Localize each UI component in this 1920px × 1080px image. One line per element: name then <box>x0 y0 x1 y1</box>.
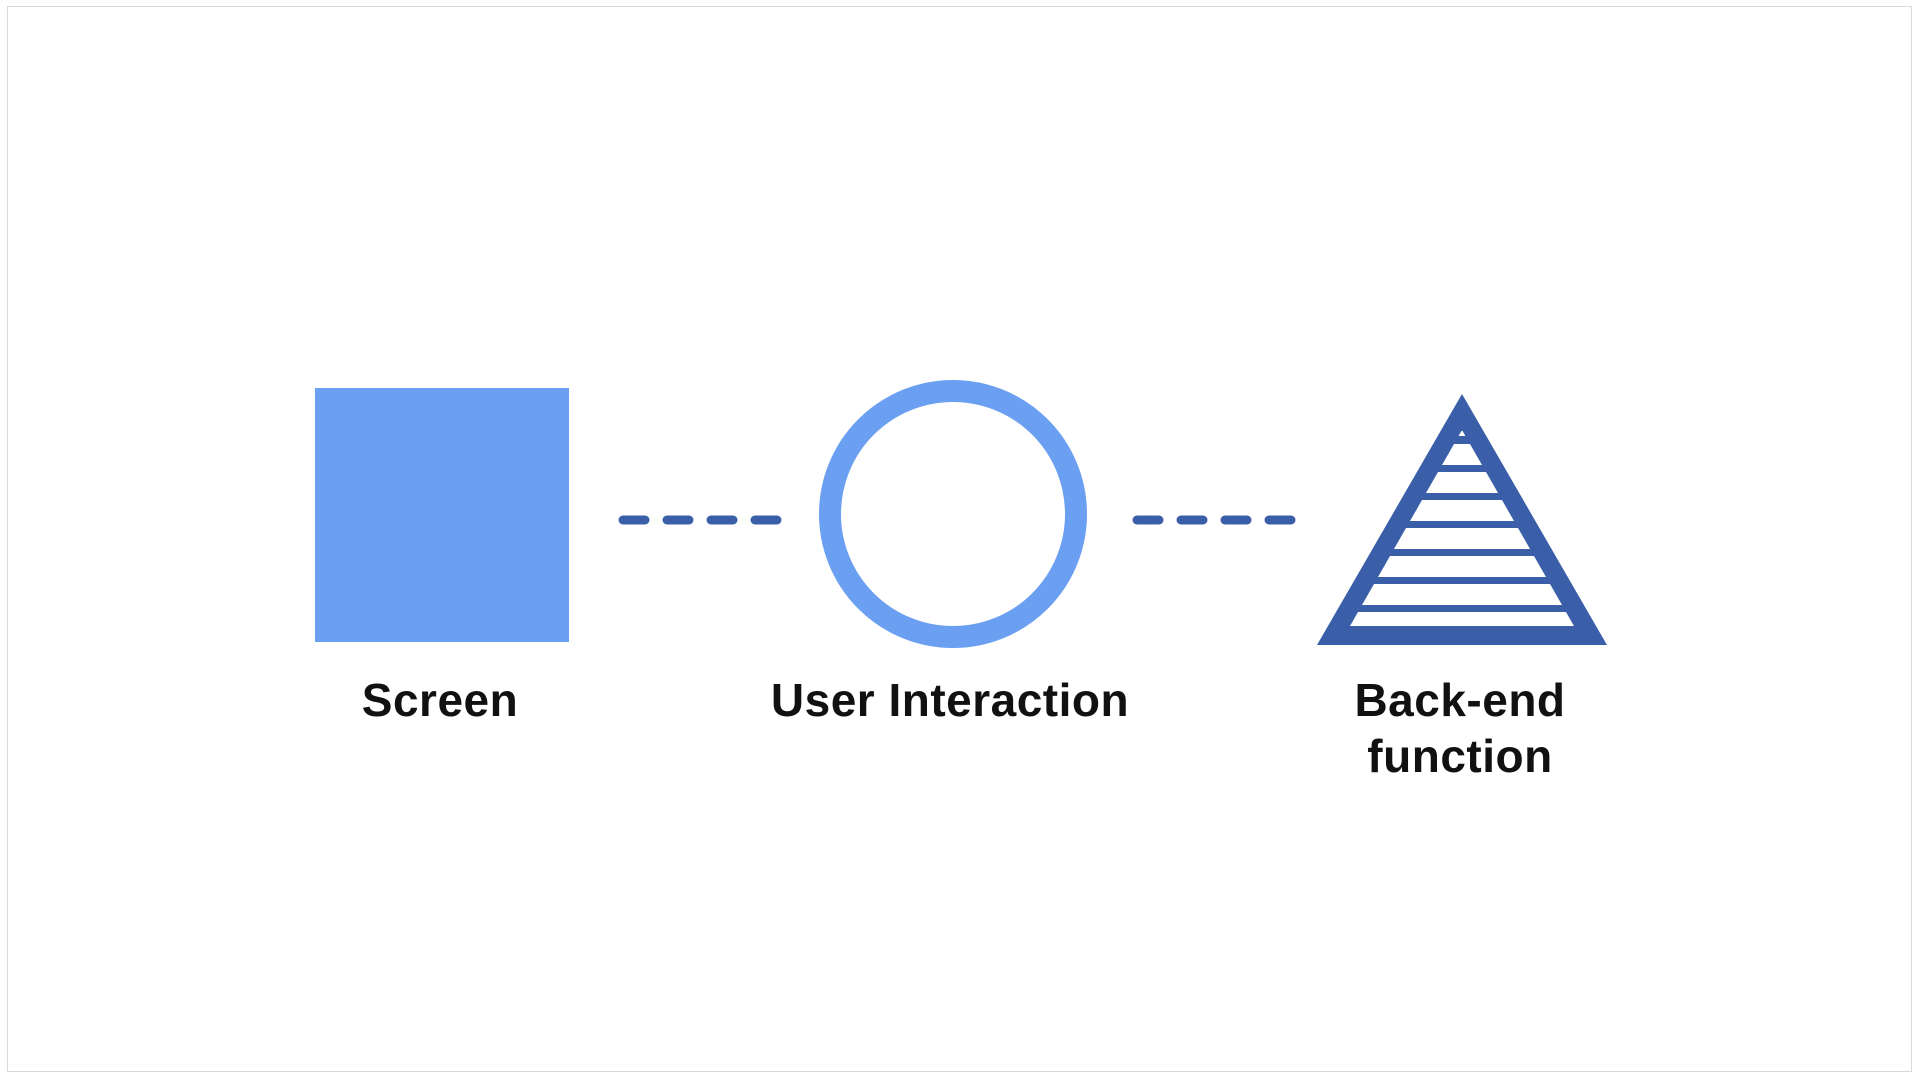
triangle-stripe <box>1442 444 1482 465</box>
backend-function-label: Back-end function <box>1310 672 1610 784</box>
user-interaction-label: User Interaction <box>770 674 1130 726</box>
triangle-stripe <box>1378 556 1546 577</box>
screen-square-icon <box>315 388 569 642</box>
triangle-stripe <box>1410 500 1514 521</box>
triangle-stripe <box>1458 431 1466 436</box>
triangle-stripe <box>1394 528 1530 549</box>
screen-label: Screen <box>361 674 519 726</box>
backend-label-line-2: function <box>1367 730 1553 782</box>
backend-triangle-icon <box>1317 394 1607 645</box>
triangle-stripe <box>1362 584 1562 605</box>
backend-label-line-1: Back-end <box>1354 674 1566 726</box>
triangle-stripe <box>1350 612 1574 626</box>
triangle-stripe <box>1426 472 1498 493</box>
user-interaction-circle-icon <box>819 380 1087 648</box>
